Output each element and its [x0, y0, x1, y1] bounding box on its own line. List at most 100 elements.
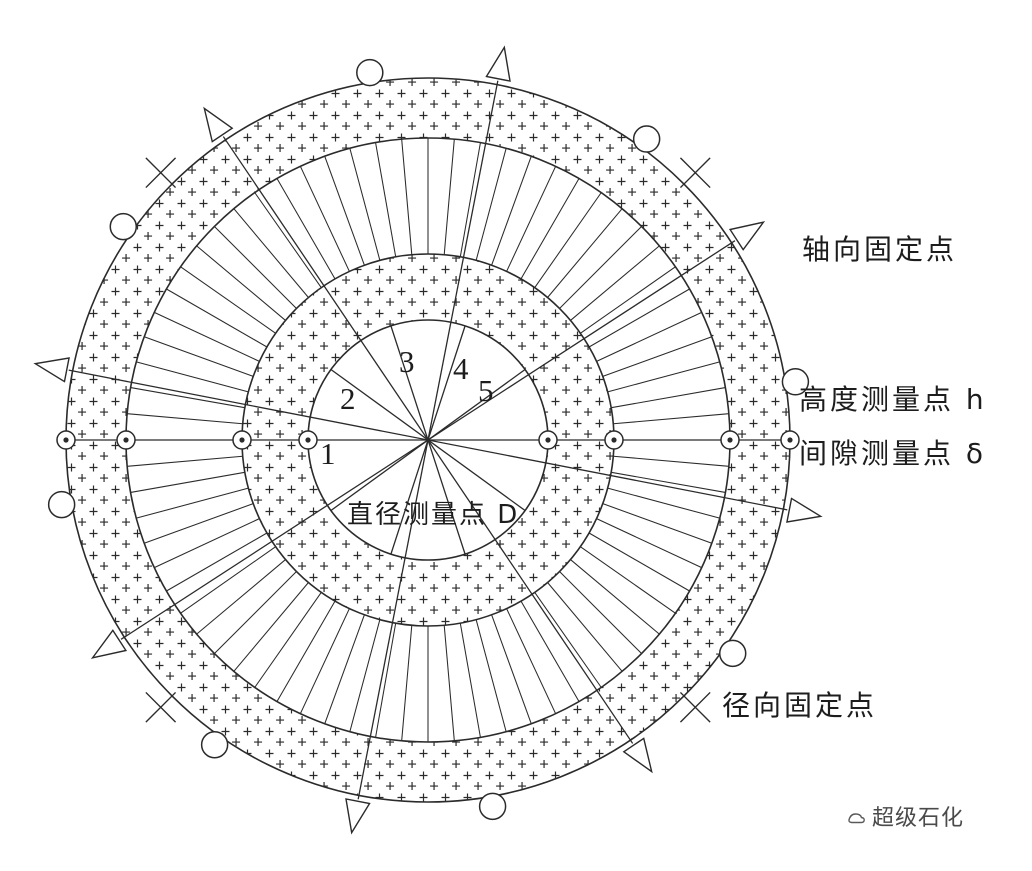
hatch-line [375, 623, 397, 738]
axial-fixed-line [68, 369, 788, 511]
hatch-line [602, 503, 712, 544]
gap-measure-point-dot [305, 437, 311, 443]
hatch-line [559, 226, 642, 309]
hatch-line [180, 266, 276, 334]
hatch-line [475, 148, 507, 261]
hatch-line [214, 226, 297, 309]
hatch-line [196, 245, 286, 321]
axial-fixed-point-triangle [786, 497, 823, 523]
gap-measure-point-dot [545, 437, 551, 443]
axial-fixed-point-triangle [90, 629, 128, 659]
hatch-line [611, 387, 726, 409]
height-measure-point-marker [781, 368, 810, 396]
radial-fixed-point-mark [145, 157, 177, 189]
hatch-line [443, 139, 455, 255]
height-measure-point-marker [109, 212, 138, 241]
hatch-line [349, 148, 381, 261]
gap-measure-point-dot [123, 437, 129, 443]
hatch-line [130, 387, 245, 409]
diameter-number-3: 3 [399, 344, 415, 379]
hatch-line [559, 571, 642, 654]
hatch-line [254, 192, 322, 288]
hatch-line [130, 471, 245, 493]
hatch-line [349, 619, 381, 732]
hatch-line [324, 156, 365, 266]
radial-fixed-point-mark [679, 157, 711, 189]
hatch-line [299, 166, 350, 272]
hatch-line [166, 288, 268, 348]
gap-measure-markers [56, 430, 800, 450]
label-gap-measure-point: 间隙测量点 δ [799, 437, 987, 470]
radial-fixed-marks [145, 157, 711, 723]
hatch-line [401, 625, 413, 741]
height-measure-markers [47, 58, 810, 821]
hatch-line [136, 361, 249, 393]
hatch-line [214, 571, 297, 654]
watermark-text: 超级石化 [872, 806, 965, 831]
hatch-line [607, 361, 720, 393]
radial-fixed-point-mark [145, 691, 177, 723]
gap-measure-point-dot [239, 437, 245, 443]
hatch-line [570, 559, 660, 635]
hatch-line [520, 178, 580, 280]
hatch-line [588, 288, 690, 348]
hatch-line [607, 487, 720, 519]
hatch-line [506, 166, 557, 272]
hatch-line [520, 600, 580, 702]
hatch-line [233, 582, 309, 672]
gap-measure-point-dot [727, 437, 733, 443]
axial-fixed-point-triangle [33, 357, 70, 383]
hatch-line [154, 518, 260, 569]
hatch-line [588, 532, 690, 592]
hatch-line [299, 608, 350, 714]
label-height-measure-point: 高度测量点 h [799, 383, 987, 416]
label-diameter-measure-point: 直径测量点 D [347, 500, 520, 530]
hatch-line [506, 608, 557, 714]
height-measure-point-marker [47, 490, 76, 519]
hatch-line [459, 142, 481, 257]
hatch-line [602, 336, 712, 377]
hatch-line [491, 156, 532, 266]
label-axial-fixed-point: 轴向固定点 [802, 233, 958, 266]
hatch-line [154, 311, 260, 362]
hatch-line [534, 192, 602, 288]
axial-fixed-point-triangle [345, 798, 371, 835]
diameter-number-1: 1 [320, 436, 336, 471]
hatch-line [580, 546, 676, 614]
hatch-line [180, 546, 276, 614]
label-radial-fixed-point: 径向固定点 [722, 689, 878, 722]
hatch-line [401, 139, 413, 255]
hatch-line [475, 619, 507, 732]
watermark: 超级石化 [845, 800, 964, 832]
inner-stipple-ring [242, 254, 614, 626]
height-measure-point-marker [632, 125, 661, 153]
hatch-line [144, 503, 254, 544]
hatch-line [127, 455, 243, 467]
hatch-line [613, 455, 729, 467]
axial-fixed-point-triangle [203, 106, 234, 143]
hatch-line [596, 518, 702, 569]
hatch-line [166, 532, 268, 592]
hatch-line [136, 487, 249, 519]
hatch-line [459, 623, 481, 738]
radial-fixed-point-mark [679, 691, 711, 723]
axial-fixed-point-triangle [485, 45, 511, 82]
hatch-line [276, 600, 336, 702]
hatch-line [534, 592, 602, 688]
hatch-line [547, 582, 623, 672]
hatch-line [144, 336, 254, 377]
axial-fixed-point-triangle [622, 737, 653, 774]
hatch-line [443, 625, 455, 741]
diameter-number-4: 4 [453, 351, 469, 386]
hatch-line [570, 245, 660, 321]
diameter-number-2: 2 [340, 381, 356, 416]
axial-fixed-point-triangle [728, 221, 766, 251]
hatch-line [254, 592, 322, 688]
stipple-rings [66, 78, 790, 802]
watermark-logo-icon [845, 805, 867, 827]
hatch-line [127, 413, 243, 425]
hatch-line [580, 266, 676, 334]
gap-measure-point-dot [611, 437, 617, 443]
